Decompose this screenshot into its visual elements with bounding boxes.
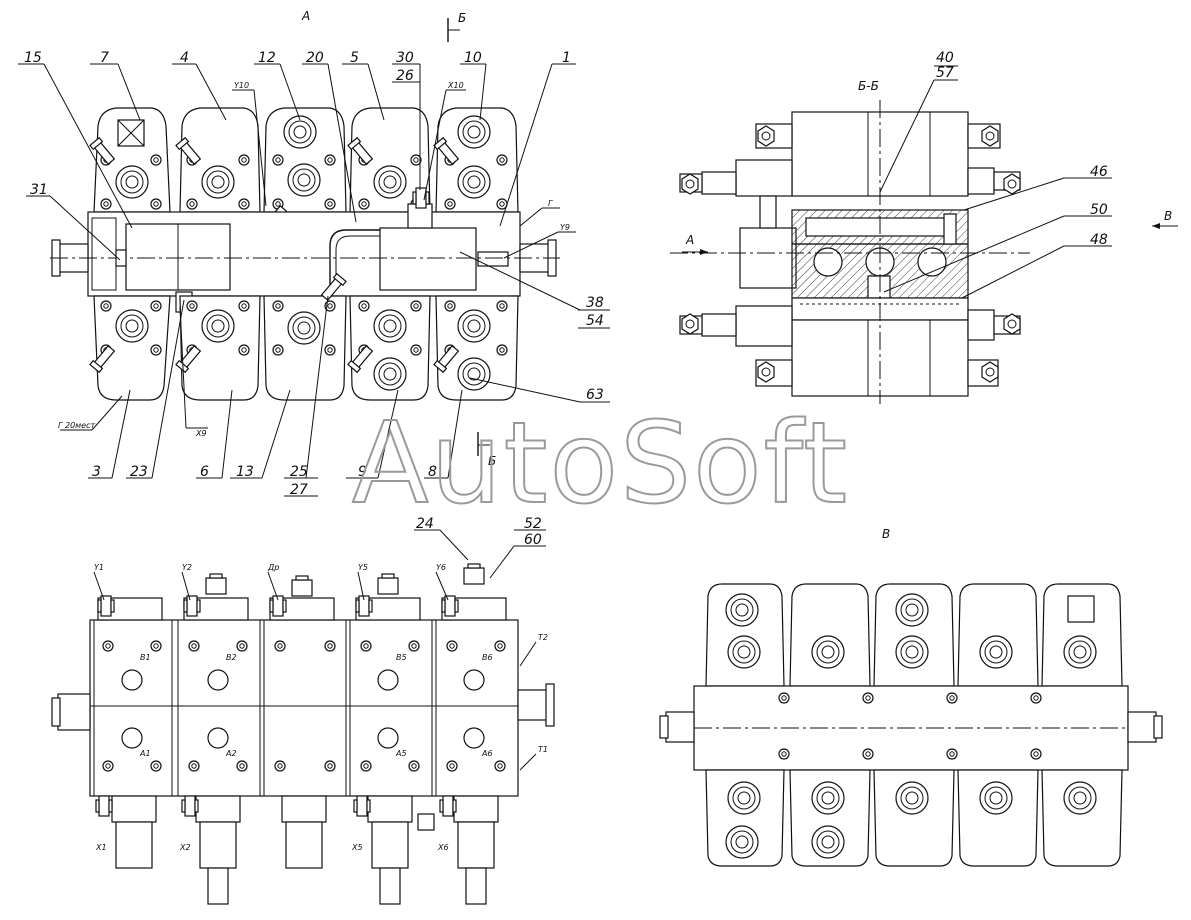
callout-3: 3 — [92, 464, 101, 480]
callout-8: 8 — [428, 464, 437, 480]
callout-38: 38 — [586, 295, 604, 311]
callout-63: 63 — [586, 387, 604, 403]
port-label-t1: T1 — [538, 745, 548, 754]
lower-sections — [89, 273, 519, 401]
port-label-x10: X10 — [447, 81, 464, 90]
view-b: В — [659, 527, 1163, 867]
port-label-b1: B1 — [140, 653, 151, 662]
port-label-b5: B5 — [396, 653, 407, 662]
section-bb: Б-Б — [670, 50, 1178, 404]
front-view: 24 52 60 — [51, 516, 555, 905]
callout-40: 40 — [936, 50, 954, 66]
callout-46: 46 — [1090, 164, 1108, 180]
callout-52: 52 — [524, 516, 542, 532]
port-label-a2: A2 — [225, 749, 237, 758]
port-label-a1: A1 — [139, 749, 151, 758]
callout-27: 27 — [290, 482, 308, 498]
cut-mark-top: Б — [458, 11, 466, 25]
callout-30: 30 — [396, 50, 414, 66]
port-label-x6: X6 — [437, 843, 449, 852]
watermark: AutoSoft — [352, 399, 849, 529]
port-label-a6: A6 — [481, 749, 493, 758]
callout-13: 13 — [236, 464, 254, 480]
callout-24: 24 — [416, 516, 434, 532]
port-label-y5: Y5 — [358, 563, 368, 572]
callout-6: 6 — [200, 464, 209, 480]
callout-15: 15 — [24, 50, 42, 66]
callout-5: 5 — [350, 50, 359, 66]
view-a-title: А — [301, 9, 310, 23]
callout-54: 54 — [586, 313, 604, 329]
port-label-y2: Y2 — [182, 563, 192, 572]
callout-25: 25 — [290, 464, 308, 480]
callout-10: 10 — [464, 50, 482, 66]
view-b-title: В — [882, 527, 890, 541]
callout-50: 50 — [1090, 202, 1108, 218]
callout-60: 60 — [524, 532, 542, 548]
cut-mark-bottom: Б — [488, 454, 496, 468]
port-label-y6: Y6 — [436, 563, 446, 572]
callout-31: 31 — [30, 182, 48, 198]
port-label-x2: X2 — [179, 843, 191, 852]
port-label-x9: X9 — [195, 429, 207, 438]
callout-9: 9 — [358, 464, 367, 480]
callout-12: 12 — [258, 50, 276, 66]
view-arrow-a: А — [685, 233, 694, 247]
callout-20: 20 — [306, 50, 324, 66]
upper-sections — [89, 107, 519, 233]
callout-48: 48 — [1090, 232, 1108, 248]
port-label-t2: T2 — [538, 633, 548, 642]
callout-57: 57 — [936, 65, 954, 81]
callout-1: 1 — [562, 50, 571, 66]
view-a: А Б Б — [18, 9, 610, 498]
central-block — [50, 187, 560, 313]
port-label-b2: B2 — [226, 653, 237, 662]
port-label-x5: X5 — [351, 843, 363, 852]
callout-7: 7 — [100, 50, 109, 66]
port-label-g: Г — [548, 199, 553, 208]
port-label-y9: Y9 — [560, 223, 570, 232]
callout-23: 23 — [130, 464, 148, 480]
port-label-a5: A5 — [395, 749, 407, 758]
callout-26: 26 — [396, 68, 414, 84]
port-label-g20: Г 20мест — [58, 421, 96, 430]
callout-4: 4 — [180, 50, 189, 66]
section-bb-title: Б-Б — [858, 79, 879, 93]
port-label-y1: Y1 — [94, 563, 104, 572]
port-label-y10: Y10 — [234, 81, 249, 90]
view-arrow-v: В — [1164, 209, 1172, 223]
view-a-leaders — [18, 63, 610, 497]
port-label-x1: X1 — [95, 843, 107, 852]
port-label-dr: Др — [267, 563, 279, 572]
port-label-b6: B6 — [482, 653, 493, 662]
